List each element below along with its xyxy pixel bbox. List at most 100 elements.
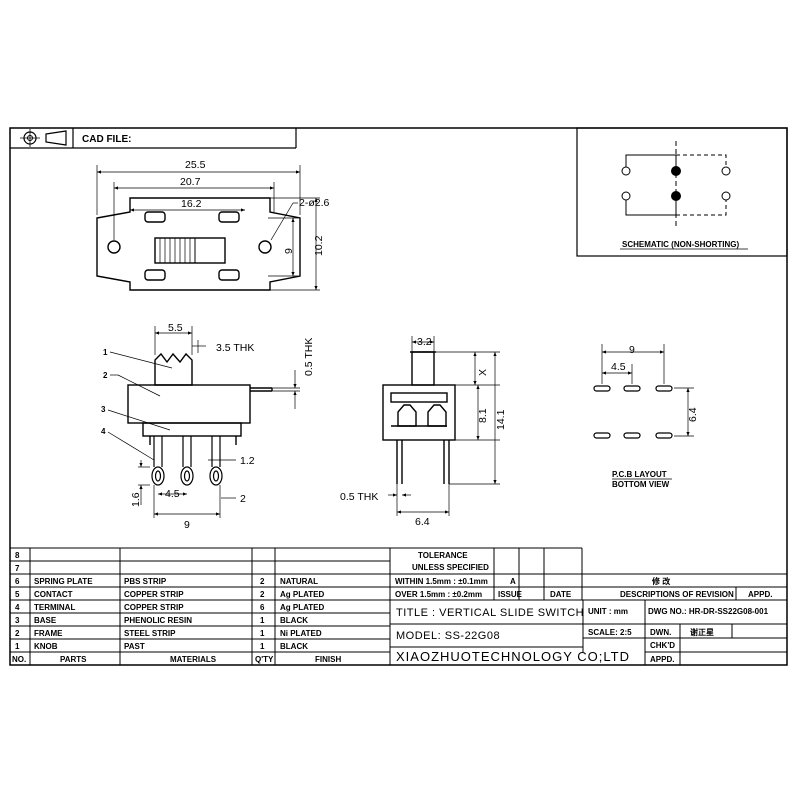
bom-row: 8 [15,551,20,560]
dim-body-width: 6.4 [415,516,430,528]
dim-hole-dia: 2-ø2.6 [299,197,330,209]
schematic-panel: SCHEMATIC (NON-SHORTING) [576,127,788,257]
bom-row: 6 SPRING PLATE PBS STRIP 2 NATURAL [15,577,318,586]
dim-x: X [477,369,489,376]
bom-finish: BLACK [280,616,308,625]
chkd-label: CHK'D [650,641,675,650]
bom-header-part: PARTS [60,655,87,664]
bom-qty: 1 [260,642,265,651]
dim-mount-width: 20.7 [180,176,201,188]
bom-material: PBS STRIP [124,577,167,586]
bom-no: 1 [15,642,20,651]
issue-label: ISSUE [498,590,523,599]
side-view [107,326,300,518]
revision-cn-label: 修 改 [651,576,671,586]
pcb-layout-dims: 9 4.5 6.4 P.C.B LAYOUT BOTTOM VIEW [611,344,699,489]
dim-plate-thk: 0.5 THK [303,338,315,376]
scale-label: SCALE: 2:5 [588,628,632,637]
bom-no: 4 [15,603,20,612]
bom-header-no: NO. [12,655,26,664]
company-name: XIAOZHUOTECHNOLOGY CO;LTD [396,649,630,664]
dim-pin-span: 9 [184,519,190,531]
bom-qty: 2 [260,590,265,599]
bom-finish: NATURAL [280,577,318,586]
pcb-caption-2: BOTTOM VIEW [612,480,670,489]
dim-pcb-pitch: 4.5 [611,361,626,373]
bom-part: BASE [34,616,57,625]
dim-pin-pitch: 4.5 [165,488,180,500]
bom-finish: Ag PLATED [280,590,325,599]
callout-3: 3 [101,405,106,414]
dim-total-height: 14.1 [495,409,507,430]
dim-pin-thickness: 0.5 THK [340,491,378,503]
callout-4: 4 [101,427,106,436]
bom-no: 3 [15,616,20,625]
unit-label: UNIT : mm [588,607,628,616]
bom-row: 1 KNOB PAST 1 BLACK [15,642,308,651]
dim-height-outer: 10.2 [313,235,325,256]
bom-part: KNOB [34,642,58,651]
unless-specified-label: UNLESS SPECIFIED [412,563,489,572]
bom-header-row: NO. PARTS MATERIALS Q'TY FINISH [12,655,341,664]
callout-2: 2 [103,371,108,380]
bom-no: 6 [15,577,20,586]
side-view-dims: 5.5 3.5 THK 0.5 THK 1.2 1.6 4.5 2 9 1 2 … [101,322,315,531]
bom-row: 4 TERMINAL COPPER STRIP 6 Ag PLATED [15,603,325,612]
dim-slot-width: 16.2 [181,198,202,210]
bom-header-qty: Q'TY [255,655,274,664]
appd-header-label: APPD. [748,590,772,599]
dim-pcb-span: 9 [629,344,635,356]
projection-symbol-icon [20,129,67,147]
bom-table: 8 7 6 SPRING PLATE PBS STRIP 2 NATURAL 5 CONTACT… [10,547,390,665]
end-view-dims: 3.2 X 8.1 14.1 0.5 THK 6.4 [340,336,507,528]
pcb-caption: P.C.B LAYOUT [612,470,667,479]
appd-label: APPD. [650,655,674,664]
bom-no: 2 [15,629,20,638]
dwn-label: DWN. [650,628,671,637]
descriptions-label: DESCRIPTIONS OF REVISION [620,590,734,599]
bom-finish: Ag PLATED [280,603,325,612]
bom-header-finish: FINISH [315,655,341,664]
dim-pin-width: 1.2 [240,455,255,467]
dim-body-height: 8.1 [477,408,489,423]
bom-header-material: MATERIALS [170,655,217,664]
tolerance-within: WITHIN 1.5mm : ±0.1mm [395,577,488,586]
cad-file-label: CAD FILE: [82,134,131,145]
callout-1: 1 [103,348,108,357]
bom-material: COPPER STRIP [124,603,184,612]
tolerance-label: TOLERANCE [418,551,468,560]
bom-qty: 2 [260,577,265,586]
revision-a: A [510,577,516,586]
title-block: TOLERANCE UNLESS SPECIFIED WITHIN 1.5mm … [389,547,787,665]
bom-material: STEEL STRIP [124,629,176,638]
bom-no: 7 [15,564,20,573]
bom-material: PHENOLIC RESIN [124,616,192,625]
drawing-title: TITLE : VERTICAL SLIDE SWITCH [396,607,584,619]
schematic-caption: SCHEMATIC (NON-SHORTING) [622,240,740,249]
dim-knob-depth: 3.2 [417,336,432,348]
bom-material: PAST [124,642,145,651]
bom-part: SPRING PLATE [34,577,93,586]
dim-height-inner: 9 [283,248,295,254]
bom-qty: 6 [260,603,265,612]
dim-overall-width: 25.5 [185,159,206,171]
dwg-no: DWG NO.: HR-DR-SS22G08-001 [648,607,769,616]
bom-qty: 1 [260,629,265,638]
bom-row: 7 [15,564,20,573]
dim-leg-length: 1.6 [130,492,142,507]
dim-knob-width: 5.5 [168,322,183,334]
top-view-dims: 25.5 20.7 16.2 2-ø2.6 9 10.2 [180,159,330,256]
bom-no: 8 [15,551,20,560]
bom-part: TERMINAL [34,603,75,612]
bom-finish: BLACK [280,642,308,651]
end-view [382,336,500,516]
bom-no: 5 [15,590,20,599]
bom-part: CONTACT [34,590,73,599]
top-view [96,165,320,291]
bom-part: FRAME [34,629,63,638]
pcb-layout [593,344,694,439]
